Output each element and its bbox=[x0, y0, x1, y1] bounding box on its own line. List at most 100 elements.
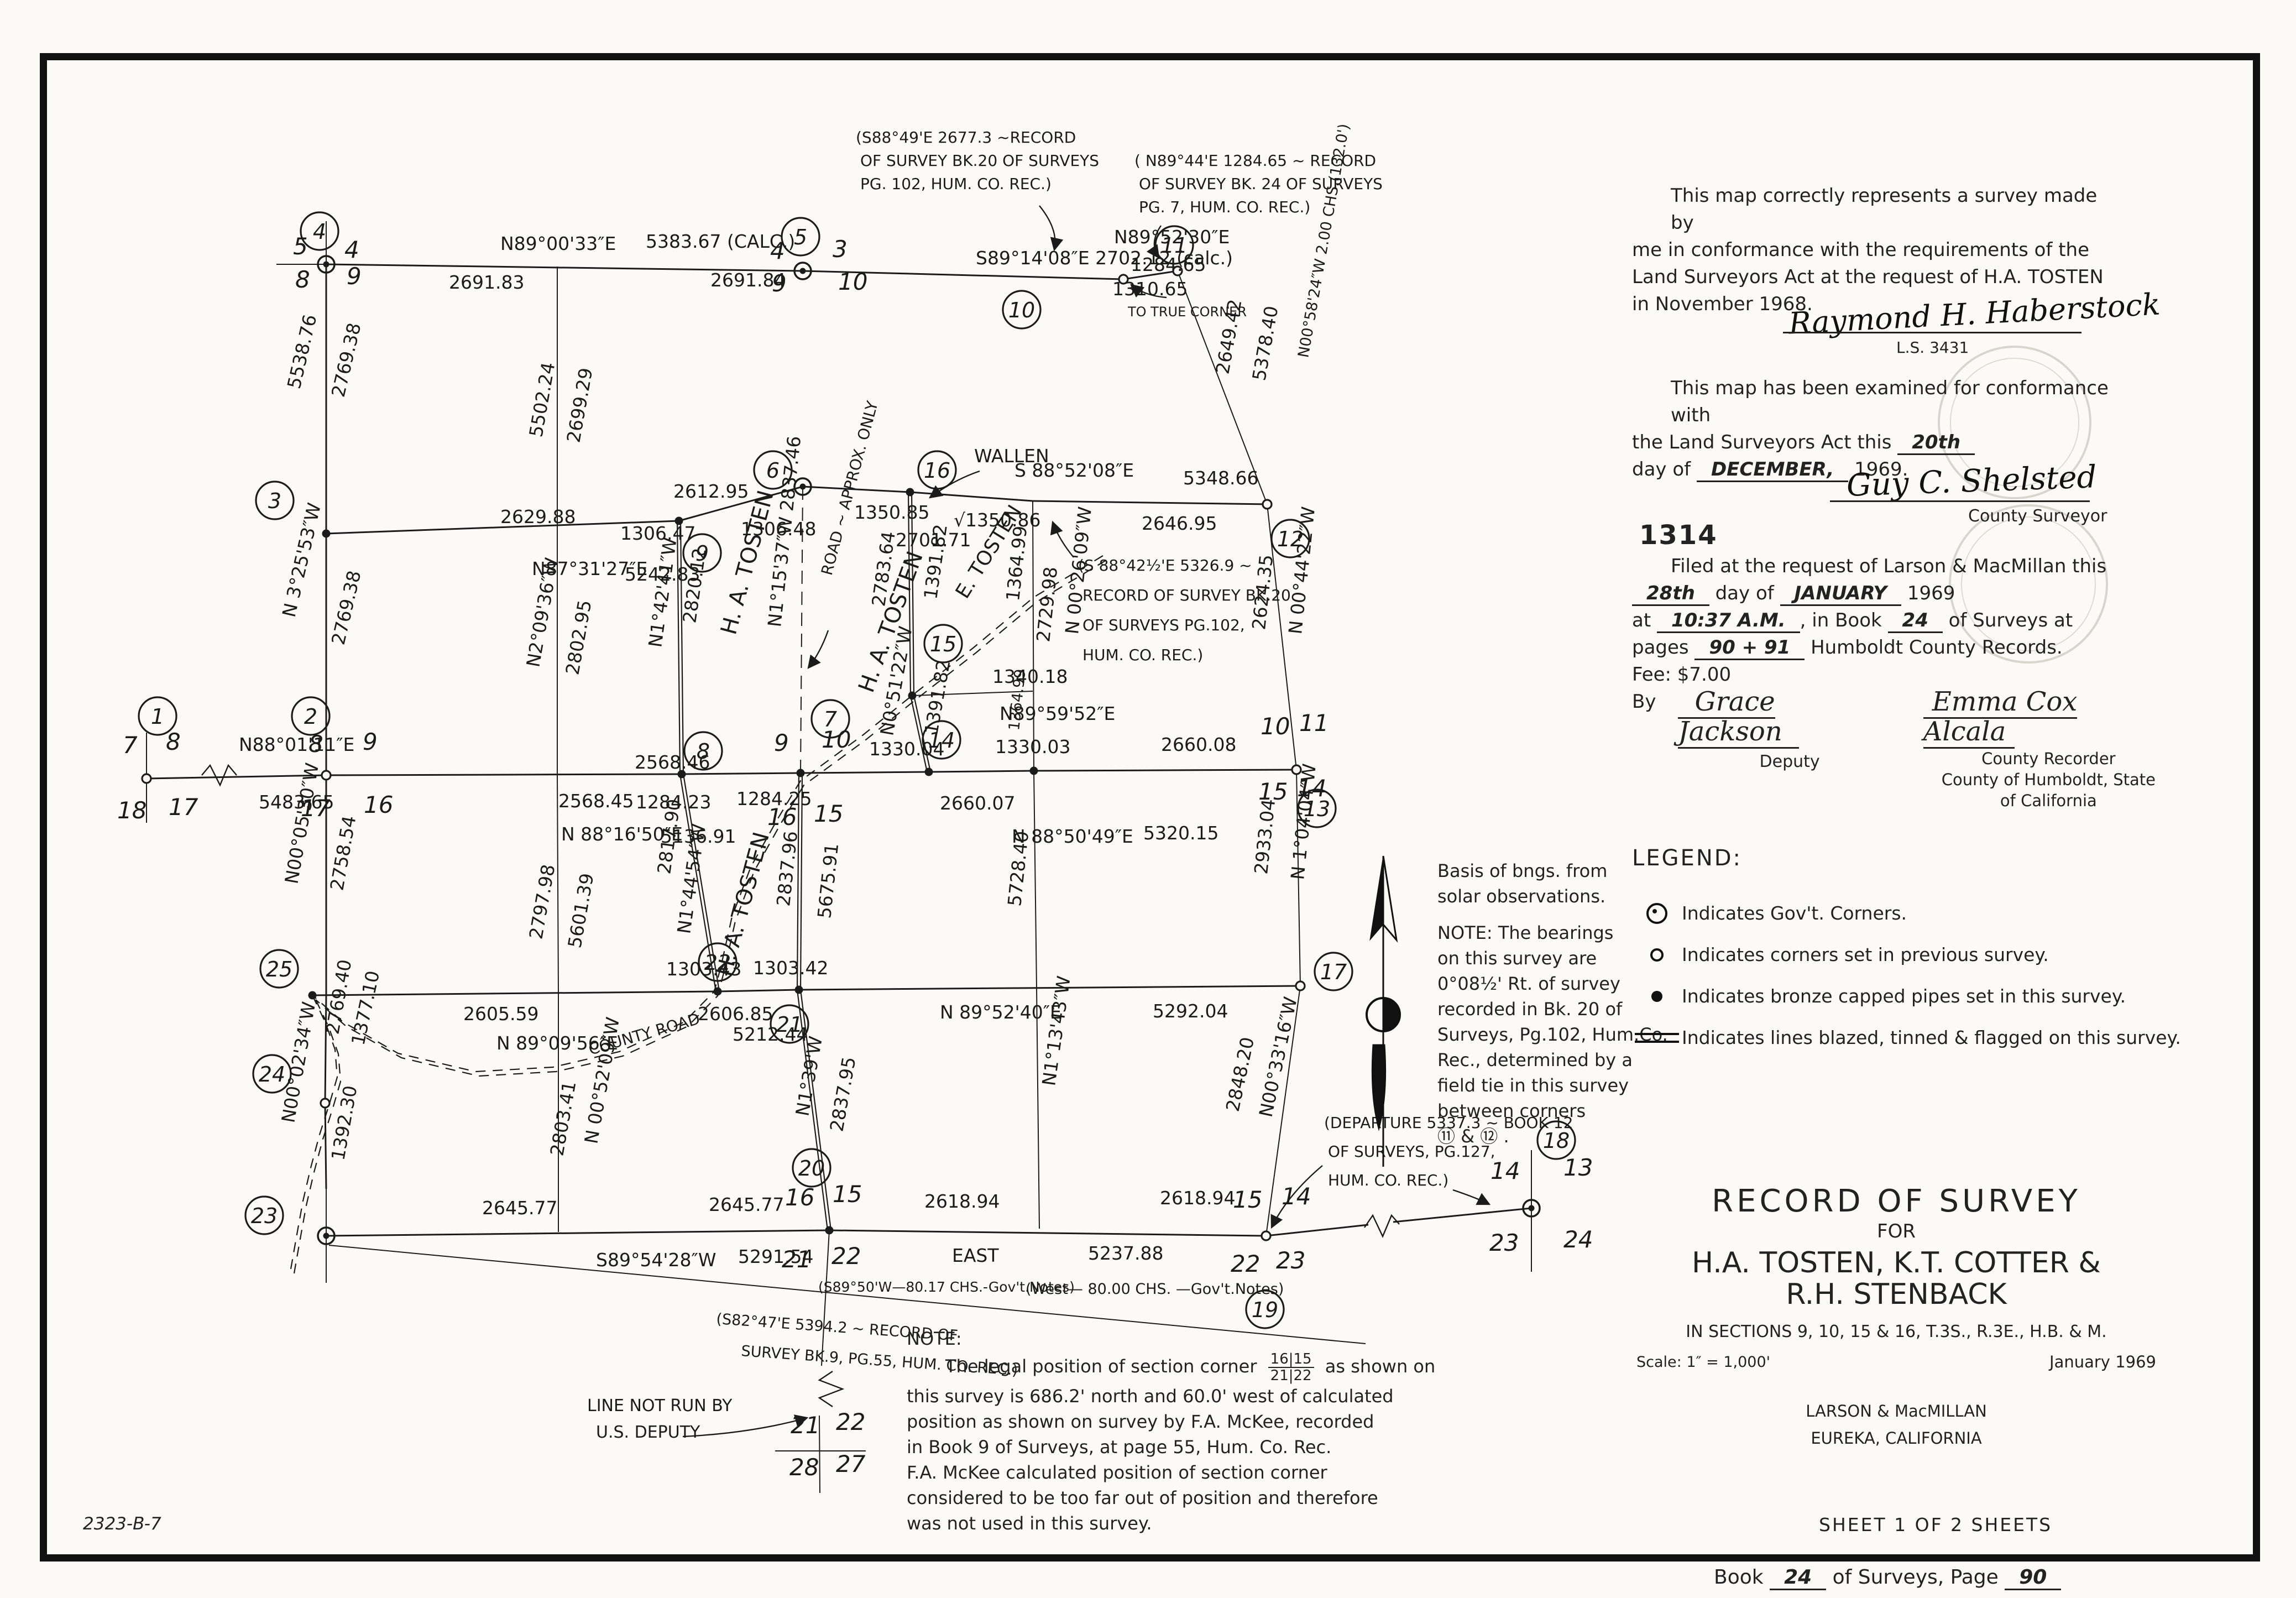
corner-number-circle bbox=[810, 699, 850, 739]
corner-number: 1 bbox=[151, 704, 164, 729]
map-label: 21 bbox=[791, 1412, 820, 1439]
corner-number: 19 bbox=[1252, 1298, 1278, 1322]
exam-day: 20th bbox=[1897, 431, 1975, 455]
map-label: N 89°09'56″E bbox=[496, 1032, 618, 1054]
sheet-border bbox=[40, 53, 2260, 1562]
map-label: 22 bbox=[836, 1408, 865, 1435]
note-line: The legal position of section corner 16|… bbox=[945, 1351, 1436, 1384]
annotation-arrow bbox=[1146, 225, 1162, 259]
map-label: 2624.35 bbox=[1248, 553, 1277, 631]
recorder-title: County Recorder bbox=[1981, 749, 2116, 768]
book-number: 24 bbox=[1770, 1566, 1827, 1590]
survey-line bbox=[800, 486, 803, 774]
survey-line bbox=[324, 995, 327, 1104]
client-names: R.H. STENBACK bbox=[1786, 1278, 2007, 1311]
map-label: N 00°44'22″W bbox=[1284, 505, 1319, 635]
annotation-arrow bbox=[1130, 284, 1167, 299]
map-label: 21 bbox=[782, 1246, 811, 1273]
govt-corner-icon bbox=[793, 477, 812, 496]
corner-number-circle bbox=[1154, 225, 1194, 265]
firm-city: EUREKA, CALIFORNIA bbox=[1811, 1429, 1982, 1448]
govt-corner-icon bbox=[799, 483, 806, 490]
corner-number-circle bbox=[1002, 290, 1042, 330]
survey-line bbox=[1177, 270, 1268, 505]
corner-number-circle bbox=[792, 1148, 831, 1188]
recorder-signature: Emma Cox Alcala bbox=[1923, 686, 2078, 749]
map-label: OF SURVEYS, PG.127, bbox=[1328, 1142, 1495, 1161]
filing-line: 28th day of JANUARY 1969 bbox=[1632, 580, 2174, 607]
legend-title: LEGEND: bbox=[1632, 845, 1743, 871]
map-label: 2646.95 bbox=[1142, 513, 1217, 534]
note-line: this survey is 686.2' north and 60.0' we… bbox=[907, 1386, 1394, 1407]
map-title-for: FOR bbox=[1877, 1220, 1916, 1242]
survey-line bbox=[802, 270, 1124, 280]
file-number: 2323-B-7 bbox=[83, 1514, 161, 1534]
map-label: 5675.91 bbox=[813, 842, 843, 920]
map-label: 10 bbox=[822, 726, 851, 753]
govt-corner-icon bbox=[323, 1233, 330, 1239]
corner-number-circle bbox=[1536, 1120, 1576, 1160]
previous-corner-icon bbox=[1291, 764, 1302, 775]
corner-number: 14 bbox=[928, 728, 955, 753]
map-label: 2660.07 bbox=[940, 792, 1015, 814]
corner-number: 15 bbox=[930, 632, 956, 656]
map-label: N1°42'41″W bbox=[644, 536, 681, 649]
govt-corner-icon bbox=[799, 268, 806, 274]
filing-line: at 10:37 A.M., in Book 24 of Surveys at bbox=[1632, 607, 2174, 634]
map-label: 16 bbox=[785, 1184, 814, 1211]
date-note: January 1969 bbox=[2049, 1352, 2156, 1371]
corner-number: 7 bbox=[824, 707, 837, 732]
map-label: (West— 80.00 CHS. —Gov't.Notes) bbox=[1026, 1281, 1284, 1298]
previous-corner-icon bbox=[1295, 980, 1306, 991]
map-label: N00°05'30″W bbox=[280, 761, 323, 886]
basis-note-line: NOTE: The bearings bbox=[1437, 922, 1614, 943]
cert1-line: me in conformance with the requirements … bbox=[1632, 239, 2090, 261]
bronze-pipe-icon bbox=[906, 488, 914, 497]
survey-line bbox=[1296, 769, 1301, 986]
survey-line bbox=[911, 492, 915, 696]
corner-number: 9 bbox=[695, 541, 709, 566]
survey-line bbox=[802, 485, 911, 493]
map-label: 22 bbox=[831, 1242, 861, 1270]
govt-corner-icon bbox=[317, 255, 336, 274]
corner-number-circle bbox=[138, 696, 177, 736]
map-label: 2618.94 bbox=[1160, 1187, 1235, 1209]
map-label: 1284.23 bbox=[636, 791, 711, 813]
legend-label: Indicates bronze capped pipes set in thi… bbox=[1682, 985, 2126, 1007]
corner-number: 3 bbox=[268, 489, 281, 513]
bronze-pipe-icon bbox=[308, 991, 317, 1000]
survey-line bbox=[681, 772, 801, 775]
county-surveyor-title: County Surveyor bbox=[1968, 506, 2107, 526]
seal-stamp bbox=[1938, 346, 2091, 499]
map-label: 8 bbox=[166, 728, 181, 755]
annotation-arrow bbox=[1039, 205, 1064, 252]
map-label: 2618.94 bbox=[924, 1190, 1000, 1212]
map-label: N 88°16'50″E bbox=[561, 823, 683, 845]
signature-line bbox=[1830, 500, 2090, 502]
survey-line bbox=[796, 990, 829, 1231]
previous-corner-icon bbox=[1262, 499, 1273, 510]
map-label: 2645.77 bbox=[709, 1194, 784, 1215]
legend-item: Indicates lines blazed, tinned & flagged… bbox=[1632, 1024, 2218, 1051]
basis-note-line: field tie in this survey bbox=[1437, 1075, 1629, 1096]
filing-block: Filed at the request of Larson & MacMill… bbox=[1632, 553, 2174, 811]
map-label: 2568.46 bbox=[635, 751, 710, 773]
corner-number-circle bbox=[683, 731, 723, 771]
bronze-pipe-icon bbox=[1651, 990, 1662, 1002]
map-label: 18 bbox=[117, 797, 147, 824]
map-label: 17 bbox=[301, 795, 331, 822]
survey-line bbox=[1032, 500, 1268, 505]
survey-line bbox=[679, 520, 684, 774]
map-label: 14 bbox=[1282, 1183, 1311, 1210]
previous-corner-icon bbox=[320, 1098, 331, 1109]
bronze-pipe-icon bbox=[713, 987, 722, 996]
corner-number: 24 bbox=[259, 1062, 285, 1087]
govt-corner-icon bbox=[323, 261, 330, 268]
survey-line bbox=[1265, 985, 1301, 1236]
corner-number-circle bbox=[770, 1004, 809, 1044]
govt-corner-icon bbox=[793, 262, 812, 280]
map-label: (DEPARTURE 5337.3 ~ BOOK 12 bbox=[1324, 1114, 1573, 1132]
survey-line bbox=[1032, 500, 1034, 771]
